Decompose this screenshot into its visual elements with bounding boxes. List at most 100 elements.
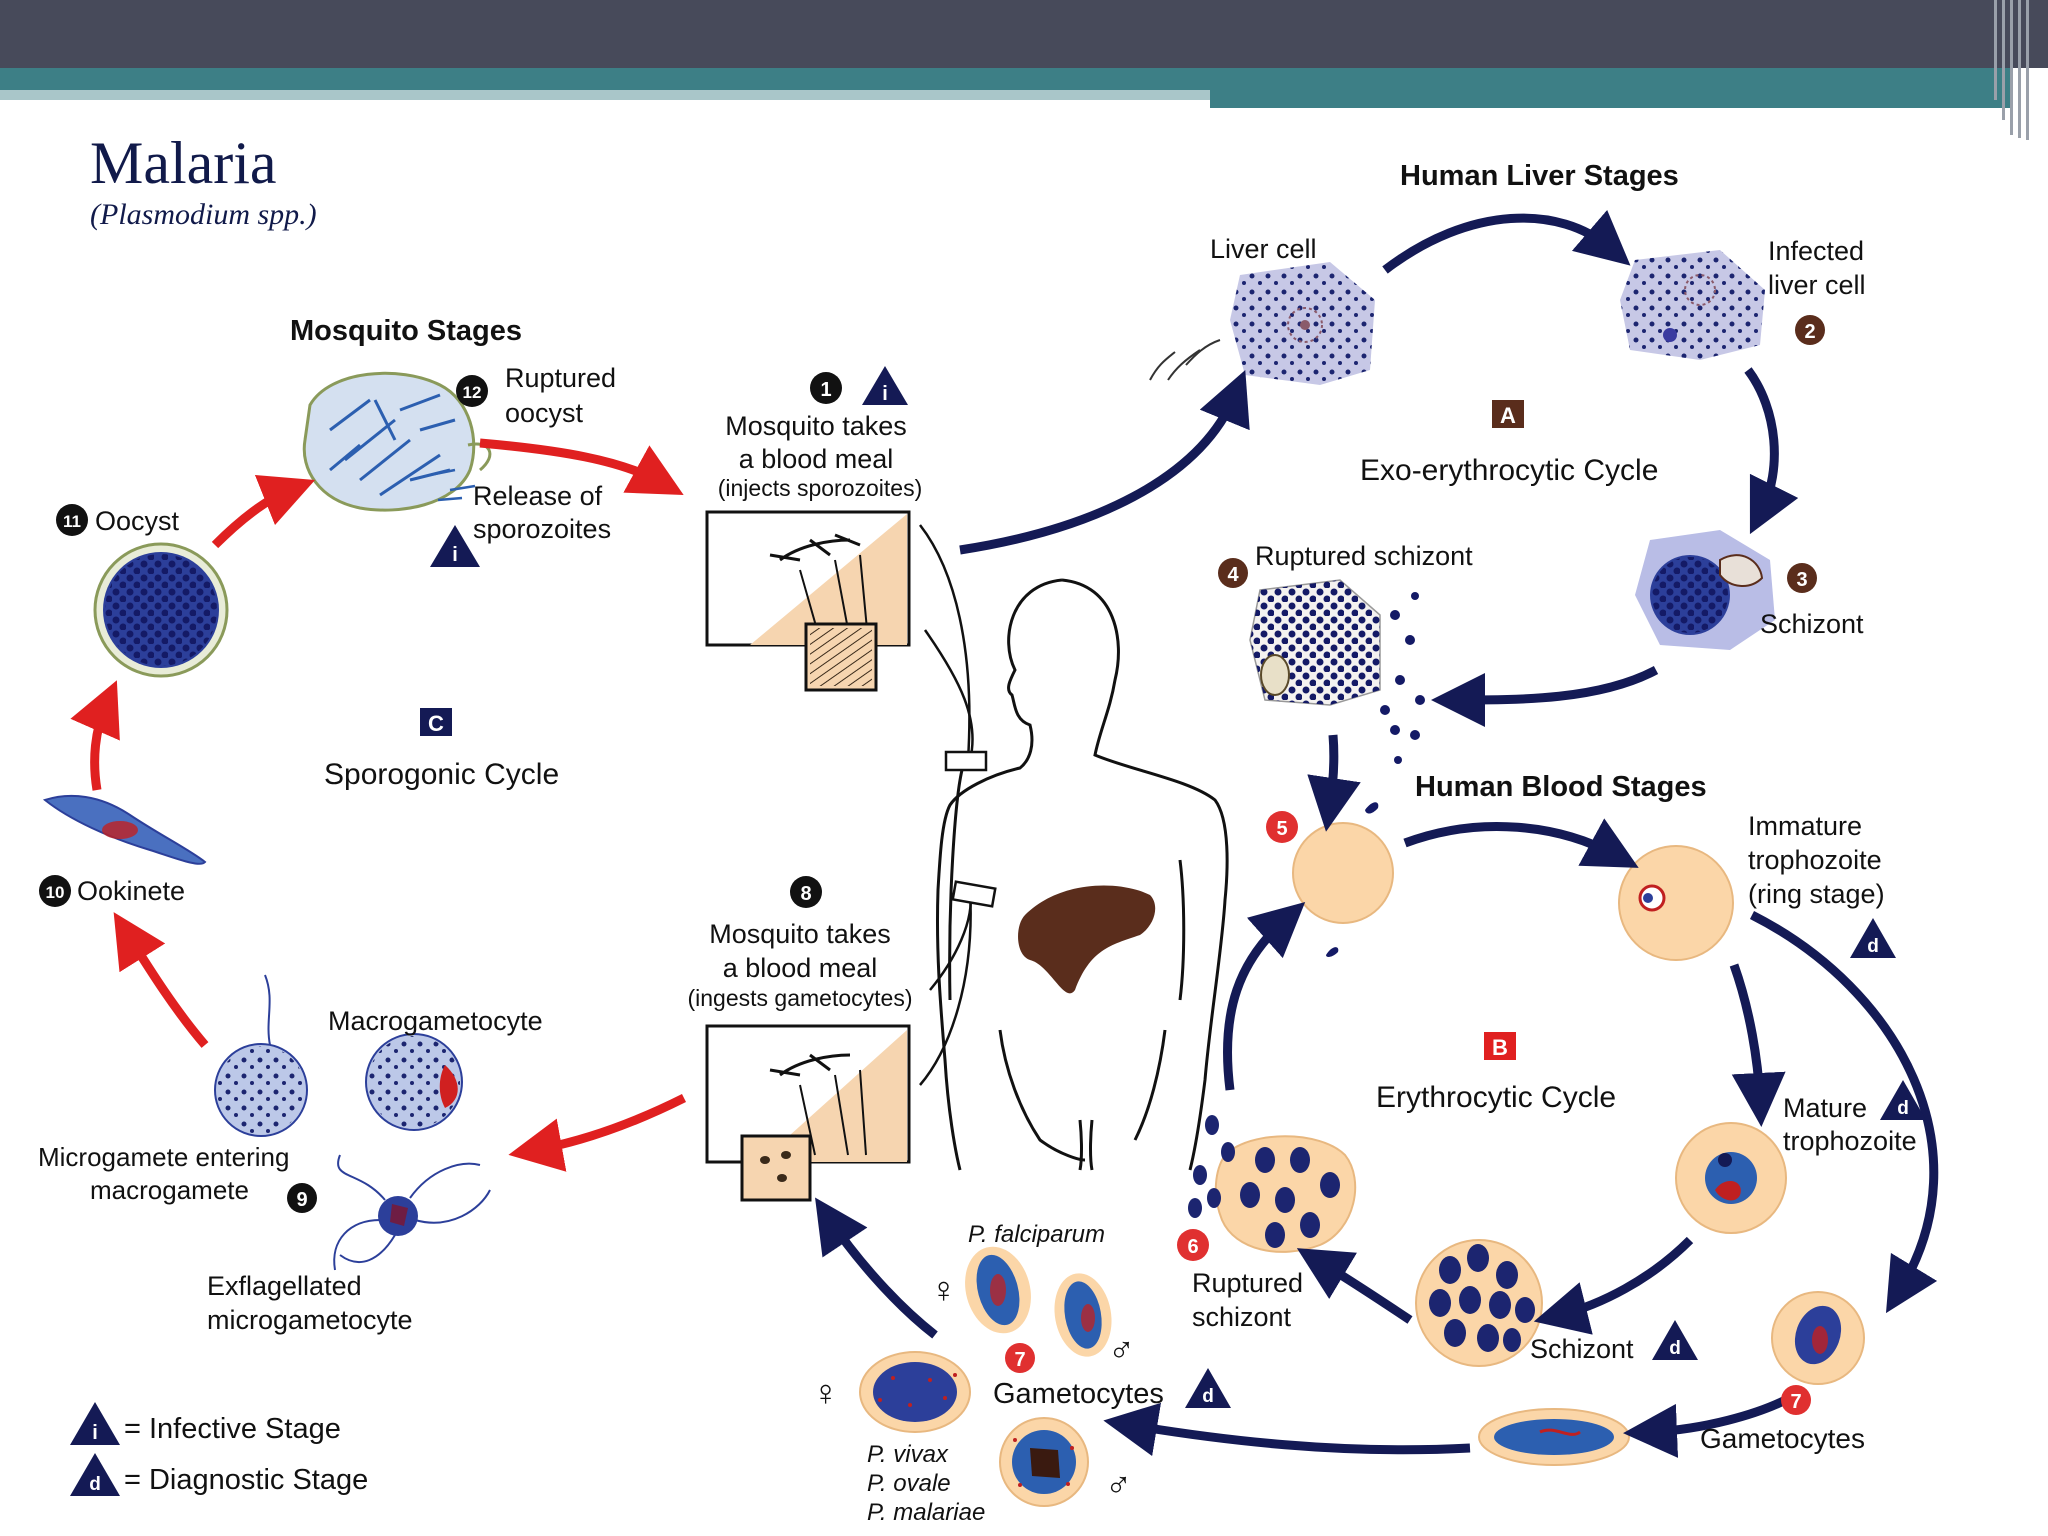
mosquito-panel-lower — [705, 1024, 911, 1202]
arrow-infected-to-schizont — [1744, 367, 1799, 535]
microgamete-entering-cell — [214, 974, 308, 1137]
arrow-merozoite-to-ring — [1403, 818, 1639, 868]
legend-infective-icon — [70, 1402, 120, 1445]
badge-stage-10 — [39, 875, 71, 907]
arrow-ookinete-to-oocyst — [70, 680, 120, 791]
red-arrows — [70, 438, 687, 1172]
legend-diagnostic-icon-letter: d — [89, 1474, 101, 1495]
merozoite-a — [1365, 802, 1379, 814]
section-liver-stages: Human Liver Stages — [1400, 160, 1679, 192]
vivax-male-gametocyte — [999, 1417, 1089, 1507]
merozoite-b — [1326, 947, 1339, 957]
arrow-gametocyte-to-center — [1103, 1402, 1471, 1457]
ruptured-liver-schizont — [1249, 579, 1425, 764]
microgamete-line2: macrogamete — [90, 1175, 249, 1205]
immature-line3: (ring stage) — [1748, 879, 1885, 909]
section-blood-stages: Human Blood Stages — [1415, 771, 1707, 803]
vivax-label: P. vivax — [867, 1441, 949, 1468]
badge-stage-7-center — [1005, 1343, 1035, 1373]
legend-infective-text: = Infective Stage — [124, 1413, 341, 1445]
arrow-mature-to-schizont — [1533, 1236, 1694, 1335]
header-bar — [0, 0, 2048, 68]
legend: i = Infective Stage d = Diagnostic Stage — [70, 1402, 368, 1496]
arrow-schizont-to-ruptured — [1431, 666, 1659, 727]
falciparum-male-gametocyte — [1054, 1273, 1112, 1357]
badge-stage-1-num: 1 — [820, 379, 831, 401]
badge-stage-9-num: 9 — [296, 1189, 307, 1211]
header-accent-light — [0, 90, 1210, 100]
diagram-title: Malaria — [90, 130, 277, 196]
diagnostic-marker-schizont-letter: d — [1669, 1338, 1681, 1359]
badge-stage-12-num: 12 — [463, 383, 482, 402]
male-symbol-falciparum: ♂ — [1108, 1329, 1135, 1370]
arrow-liver-to-infected — [1382, 209, 1631, 274]
arrow-ring-to-mature — [1729, 963, 1786, 1127]
diagnostic-marker-ring — [1850, 918, 1896, 958]
rbc-mature-trophozoite — [1675, 1122, 1787, 1234]
liver-cell-label: Liver cell — [1210, 234, 1317, 264]
stage-3-label: Schizont — [1760, 609, 1864, 639]
macrogametocyte-cell — [365, 1033, 463, 1131]
stage-6-line2: schizont — [1192, 1302, 1292, 1332]
badge-stage-3-num: 3 — [1796, 569, 1807, 591]
infective-marker-sporozoites — [430, 525, 480, 567]
cycle-a-letter: A — [1500, 403, 1516, 428]
ruptured-oocyst — [302, 371, 492, 512]
cycle-b-letter: B — [1492, 1035, 1508, 1060]
diagnostic-marker-mature-letter: d — [1897, 1098, 1909, 1119]
badge-stage-4-num: 4 — [1227, 564, 1239, 586]
immature-line1: Immature — [1748, 811, 1862, 841]
stage-8-line3: (ingests gametocytes) — [688, 985, 913, 1011]
badge-stage-6 — [1177, 1229, 1209, 1261]
diagnostic-marker-ring-letter: d — [1867, 936, 1879, 957]
stage-6-line1: Ruptured — [1192, 1268, 1303, 1298]
mature-line1: Mature — [1783, 1093, 1867, 1123]
rbc-blood-schizont — [1415, 1239, 1543, 1367]
badge-stage-7-center-num: 7 — [1014, 1349, 1025, 1371]
rbc-gametocyte-round — [1771, 1291, 1865, 1385]
microgamete-line1: Microgamete entering — [38, 1142, 289, 1172]
ruptured-oocyst-line1: Ruptured — [505, 363, 616, 393]
mosquito-panel-upper — [705, 510, 911, 692]
cycle-a-label: Exo-erythrocytic Cycle — [1360, 454, 1658, 487]
diagram-subtitle: (Plasmodium spp.) — [90, 198, 317, 231]
legend-infective-icon-letter: i — [92, 1422, 98, 1444]
badge-stage-10-num: 10 — [46, 883, 65, 902]
rbc-ruptured-schizont — [1188, 1115, 1357, 1253]
blood-meal-pointers — [919, 524, 974, 1086]
corner-decoration — [1990, 0, 2048, 140]
oocyst-label: Oocyst — [95, 506, 180, 536]
stage-2-line1: Infected — [1768, 236, 1864, 266]
immature-line2: trophozoite — [1748, 845, 1882, 875]
badge-stage-4 — [1218, 558, 1248, 588]
stage-4-label: Ruptured schizont — [1255, 541, 1473, 571]
header-accent-bar — [0, 68, 2010, 90]
stage-8-line2: a blood meal — [723, 953, 878, 983]
stage-1-line2: a blood meal — [739, 444, 894, 474]
macrogametocyte-label: Macrogametocyte — [328, 1006, 543, 1036]
ookinete-label: Ookinete — [77, 876, 185, 906]
section-mosquito-stages: Mosquito Stages — [290, 315, 522, 347]
badge-stage-7-right-num: 7 — [1790, 1391, 1801, 1413]
badge-stage-8-num: 8 — [800, 883, 811, 905]
rbc-ring-stage — [1618, 845, 1734, 961]
arrow-gametocytes-to-mosquito — [815, 1197, 938, 1339]
arrow-ruptured-to-blood — [1307, 734, 1361, 832]
gametocytes-center-label: Gametocytes — [993, 1378, 1164, 1410]
badge-stage-5-num: 5 — [1276, 818, 1287, 840]
arrow-ring-to-gametocyte — [1749, 910, 1939, 1314]
mature-line2: trophozoite — [1783, 1126, 1917, 1156]
cycle-c-marker: C — [420, 708, 452, 736]
arrow-zygote-to-ookinete — [113, 912, 209, 1048]
release-line1: Release of — [473, 481, 603, 511]
malariae-label: P. malariae — [867, 1499, 985, 1526]
exflagellated-microgametocyte — [333, 1154, 491, 1271]
diagnostic-marker-mature — [1880, 1080, 1926, 1120]
liver-cell — [1230, 262, 1375, 385]
oocyst-cell — [93, 542, 229, 678]
arrow-mosquito-to-liver — [959, 370, 1250, 555]
exflagellated-line2: microgametocyte — [207, 1305, 413, 1335]
blood-schizont-label: Schizont — [1530, 1334, 1634, 1364]
liver-schizont-cell — [1635, 530, 1775, 650]
